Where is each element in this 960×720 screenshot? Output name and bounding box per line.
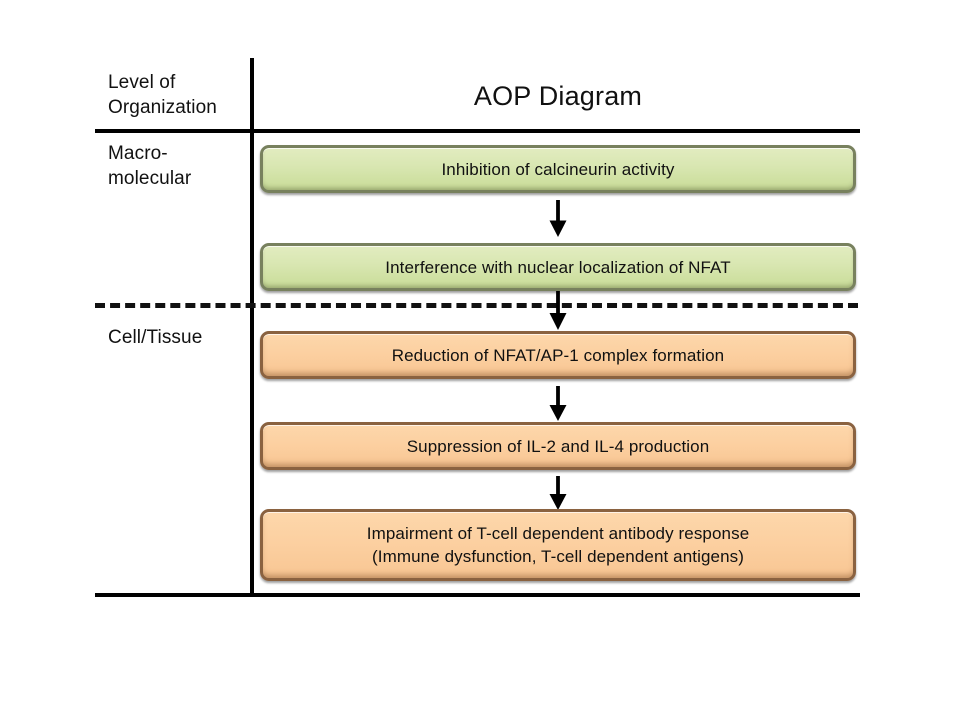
- bottom-rule: [95, 593, 860, 597]
- level-label-cell-tissue: Cell/Tissue: [108, 327, 203, 348]
- down-arrow-icon: [545, 386, 571, 422]
- level-label-macro-molecular: Macro- molecular: [108, 143, 192, 189]
- down-arrow-icon: [545, 291, 571, 331]
- aop-node-impairment-of-tcell-dependent-antibody-response[interactable]: Impairment of T-cell dependent antibody …: [260, 509, 856, 581]
- down-arrow-icon: [545, 476, 571, 511]
- header-rule: [95, 129, 860, 133]
- column-divider: [250, 58, 254, 597]
- down-arrow-icon: [545, 200, 571, 238]
- level-separator-dashed: [95, 303, 858, 308]
- aop-node-interference-with-nuclear-localization-of-nfat[interactable]: Interference with nuclear localization o…: [260, 243, 856, 291]
- header-left-label: Level of Organization: [108, 72, 217, 118]
- page-title: AOP Diagram: [473, 81, 643, 111]
- aop-node-suppression-of-il2-and-il4-production[interactable]: Suppression of IL-2 and IL-4 production: [260, 422, 856, 470]
- aop-node-reduction-of-nfat-ap1-complex-formation[interactable]: Reduction of NFAT/AP-1 complex formation: [260, 331, 856, 379]
- aop-node-inhibition-of-calcineurin-activity[interactable]: Inhibition of calcineurin activity: [260, 145, 856, 193]
